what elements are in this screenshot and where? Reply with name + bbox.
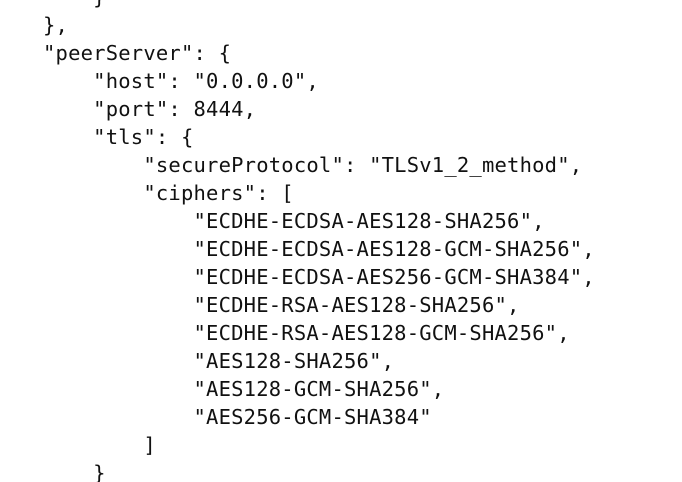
code-line: "ciphers": [ [43, 181, 294, 205]
code-line: "ECDHE-RSA-AES128-SHA256", [43, 293, 520, 317]
code-line: "AES128-SHA256", [43, 349, 395, 373]
code-line: "port": 8444, [43, 97, 257, 121]
code-line: } [43, 461, 106, 482]
code-line: "ECDHE-ECDSA-AES128-GCM-SHA256", [43, 237, 595, 261]
code-line: "secureProtocol": "TLSv1_2_method", [43, 153, 583, 177]
code-block: } }, "peerServer": { "host": "0.0.0.0", … [43, 0, 595, 482]
code-line: "tls": { [43, 125, 194, 149]
code-line: "peerServer": { [43, 41, 232, 65]
code-line: ] [43, 433, 156, 457]
code-line: "AES128-GCM-SHA256", [43, 377, 445, 401]
code-line: } [43, 0, 595, 11]
code-line: "AES256-GCM-SHA384" [43, 405, 432, 429]
code-line: "ECDHE-RSA-AES128-GCM-SHA256", [43, 321, 570, 345]
code-line: }, [43, 13, 69, 37]
code-line: "host": "0.0.0.0", [43, 69, 319, 93]
code-line: "ECDHE-ECDSA-AES256-GCM-SHA384", [43, 265, 595, 289]
code-line: "ECDHE-ECDSA-AES128-SHA256", [43, 209, 545, 233]
